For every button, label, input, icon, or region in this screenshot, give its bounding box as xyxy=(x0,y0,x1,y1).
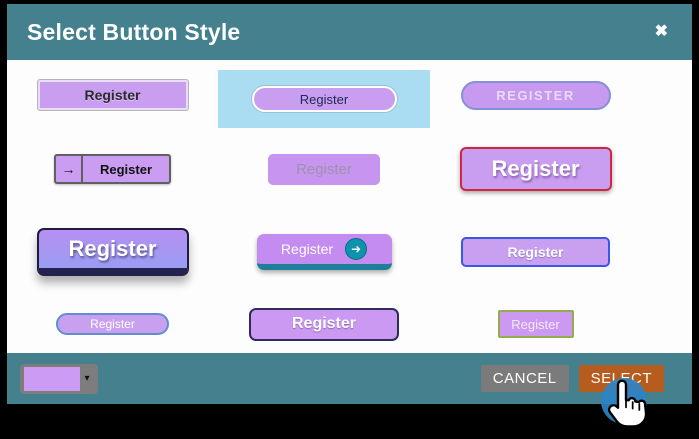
style-option-9[interactable]: Register xyxy=(461,236,610,267)
color-swatch xyxy=(24,366,80,391)
style-cell-2-selected: Register xyxy=(218,70,430,128)
style-option-4[interactable]: → Register xyxy=(54,154,171,184)
close-icon[interactable]: ✖ xyxy=(654,23,668,40)
select-button-style-dialog: Select Button Style ✖ Register Register … xyxy=(7,4,692,404)
style-option-1[interactable]: Register xyxy=(37,80,188,110)
style-cell-4: → Register xyxy=(7,130,218,208)
style-cell-10: Register xyxy=(7,295,218,353)
style-cell-12: Register xyxy=(430,295,641,353)
style-cell-7: Register xyxy=(7,208,218,295)
style-option-11[interactable]: Register xyxy=(249,307,399,341)
style-option-12[interactable]: Register xyxy=(497,310,574,338)
style-option-4-label: Register xyxy=(99,161,153,177)
dialog-title: Select Button Style xyxy=(27,18,241,45)
style-option-10[interactable]: Register xyxy=(56,313,169,335)
cancel-button[interactable]: CANCEL xyxy=(480,365,569,392)
style-cell-3: REGISTER xyxy=(430,60,641,130)
style-cell-1: Register xyxy=(7,60,218,130)
style-option-5[interactable]: Register xyxy=(268,153,380,185)
arrow-right-icon: → xyxy=(56,156,83,182)
style-option-3[interactable]: REGISTER xyxy=(460,80,611,110)
select-button[interactable]: SELECT xyxy=(578,365,664,392)
chevron-down-icon: ▾ xyxy=(84,372,90,384)
style-option-2[interactable]: Register xyxy=(251,86,397,112)
arrow-circle-icon: ➜ xyxy=(345,237,368,260)
style-option-7[interactable]: Register xyxy=(36,227,189,276)
footer-actions: CANCEL SELECT xyxy=(480,365,664,392)
style-option-6[interactable]: Register xyxy=(459,147,612,191)
dialog-footer: ▾ CANCEL SELECT xyxy=(7,353,692,404)
style-option-8-label: Register xyxy=(280,240,334,257)
style-cell-8: Register ➜ xyxy=(218,208,430,295)
style-cell-9: Register xyxy=(430,208,641,295)
dialog-header: Select Button Style ✖ xyxy=(7,4,692,60)
style-cell-11: Register xyxy=(218,295,430,353)
style-option-8[interactable]: Register ➜ xyxy=(256,233,392,270)
button-color-dropdown[interactable]: ▾ xyxy=(20,363,98,394)
style-cell-5: Register xyxy=(218,130,430,208)
style-cell-6: Register xyxy=(430,130,641,208)
style-grid: Register Register REGISTER → Register Re… xyxy=(7,60,692,353)
